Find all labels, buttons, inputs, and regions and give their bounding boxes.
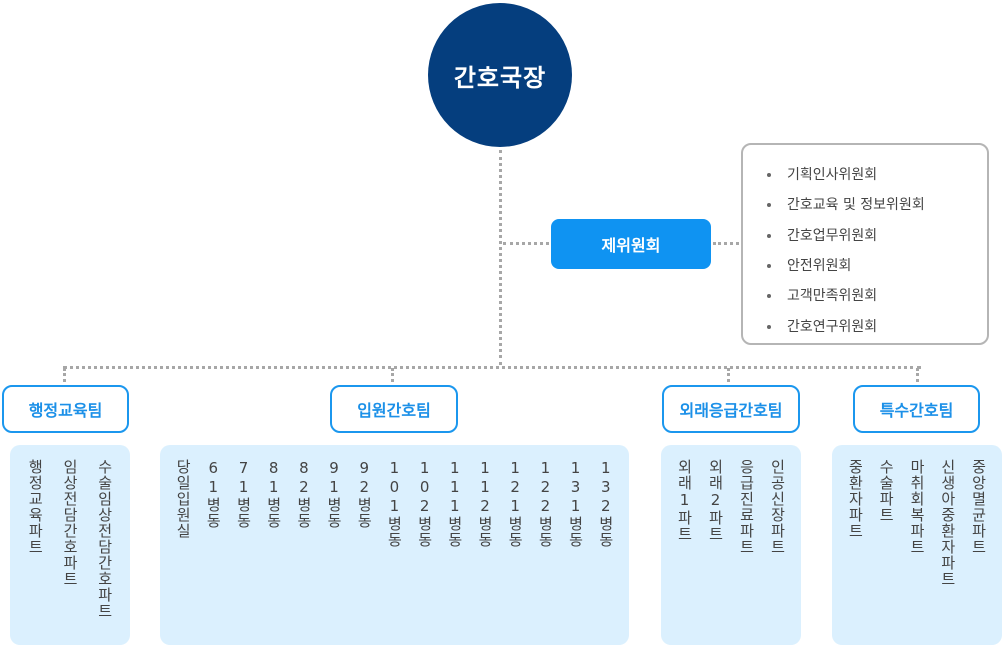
director-label: 간호국장 [453,63,547,92]
unit: 중환자파트 [846,459,865,539]
bullet-icon [767,294,771,299]
unit: 81병동 [264,459,283,529]
committee-item: 간호연구위원회 [767,311,987,341]
unit: 응급진료파트 [737,459,756,555]
unit: 121병동 [506,459,525,548]
connector-teams-horizontal [63,366,921,369]
panel-outpatient-emergency: 외래1파트 외래2파트 응급진료파트 인공신장파트 [661,445,801,645]
bullet-icon [767,203,771,208]
committee-item: 고객만족위원회 [767,281,987,311]
unit: 71병동 [234,459,253,529]
committee-item: 간호교육 및 정보위원회 [767,190,987,220]
unit: 인공신장파트 [768,459,787,555]
team-inpatient[interactable]: 입원간호팀 [330,385,458,433]
panel-special: 중환자파트 수술파트 마취회복파트 신생아중환자파트 중앙멸균파트 [832,445,1002,645]
bullet-icon [767,233,771,238]
unit: 수술임상전담간호파트 [95,459,114,619]
committee-item: 안전위원회 [767,251,987,281]
unit: 마취회복파트 [907,459,926,555]
unit: 82병동 [294,459,313,529]
unit: 61병동 [204,459,223,529]
connector-director-down [499,150,502,365]
unit: 111병동 [445,459,464,548]
unit: 122병동 [536,459,555,548]
unit: 중앙멸균파트 [969,459,988,555]
connector-committee-right [713,242,739,245]
unit: 외래2파트 [706,459,725,542]
unit: 131병동 [566,459,585,548]
unit: 91병동 [325,459,344,529]
team-outpatient-emergency[interactable]: 외래응급간호팀 [662,385,800,433]
committee-item: 간호업무위원회 [767,221,987,251]
unit: 102병동 [415,459,434,548]
connector-team-4 [916,368,919,382]
director-node: 간호국장 [428,3,572,147]
connector-committee-left [503,242,549,245]
unit: 임상전담간호파트 [60,459,79,587]
bullet-icon [767,324,771,329]
connector-team-1 [63,368,66,382]
panel-inpatient: 당일입원실 61병동 71병동 81병동 82병동 91병동 92병동 101병… [160,445,629,645]
unit: 수술파트 [877,459,896,523]
unit: 행정교육파트 [26,459,45,555]
connector-team-2 [391,368,394,382]
unit: 132병동 [596,459,615,548]
committee-list: 기획인사위원회 간호교육 및 정보위원회 간호업무위원회 안전위원회 고객만족위… [741,143,989,345]
committee-label: 제위원회 [601,236,661,255]
team-admin-education[interactable]: 행정교육팀 [2,385,129,433]
committee-item: 기획인사위원회 [767,160,987,190]
bullet-icon [767,264,771,269]
unit: 신생아중환자파트 [938,459,957,587]
team-special[interactable]: 특수간호팀 [853,385,980,433]
unit: 101병동 [385,459,404,548]
bullet-icon [767,173,771,178]
unit: 92병동 [355,459,374,529]
connector-team-3 [727,368,730,382]
panel-admin-education: 행정교육파트 임상전담간호파트 수술임상전담간호파트 [10,445,130,645]
committee-node[interactable]: 제위원회 [551,219,711,269]
unit: 외래1파트 [675,459,694,542]
unit: 당일입원실 [174,459,193,539]
unit: 112병동 [475,459,494,548]
